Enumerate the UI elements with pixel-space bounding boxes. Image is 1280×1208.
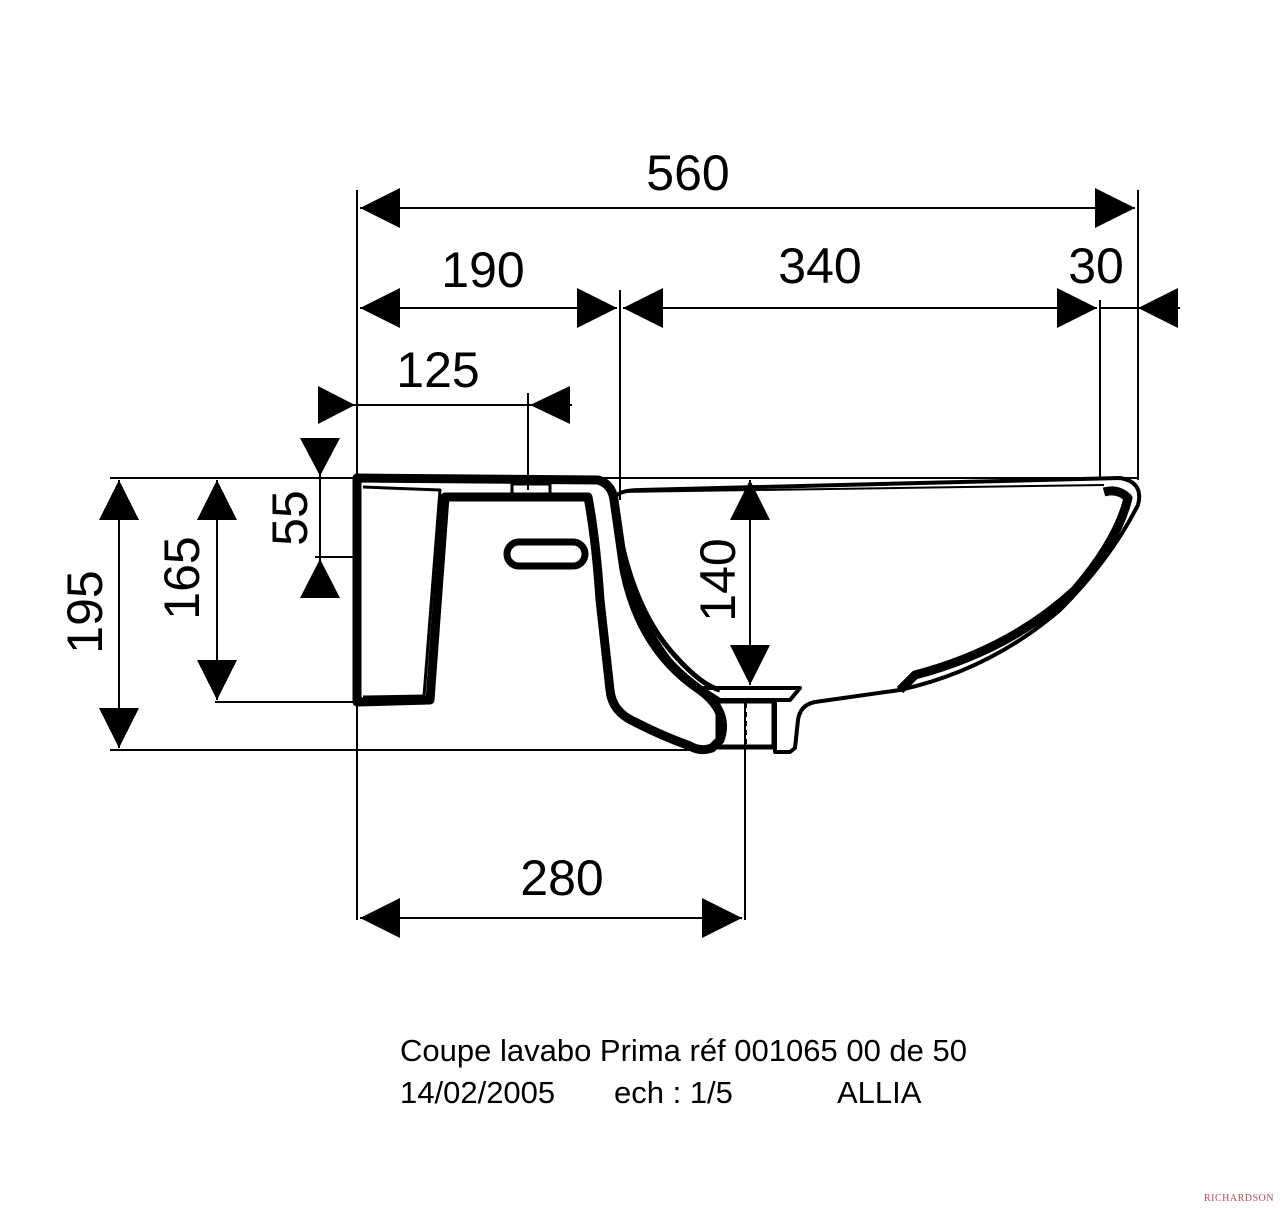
sink-back-wall: [352, 473, 727, 755]
bowl-inner-wall: [612, 504, 721, 693]
dim-label-125: 125: [396, 342, 479, 398]
arrowhead: [702, 898, 742, 938]
arrowhead: [623, 288, 663, 328]
arrowhead: [99, 480, 139, 520]
dim-label-195: 195: [57, 570, 113, 653]
caption-info: 14/02/2005 ech : 1/5 ALLIA: [400, 1075, 921, 1111]
arrowhead: [197, 480, 237, 520]
arrowhead: [360, 288, 400, 328]
dim-label-190: 190: [441, 242, 524, 298]
bowl-rim-line: [619, 484, 1105, 493]
dim-label-55: 55: [262, 490, 318, 546]
drain-flange: [698, 686, 802, 702]
arrowhead: [99, 708, 139, 748]
dim-label-560: 560: [646, 145, 729, 201]
arrowhead: [1057, 288, 1097, 328]
arrowhead: [530, 386, 570, 424]
bowl-outline: [612, 476, 1142, 754]
arrowhead: [360, 188, 400, 228]
dim-label-165: 165: [154, 536, 210, 619]
bowl-front-wall: [896, 486, 1133, 694]
arrowhead: [318, 386, 355, 424]
arrowhead: [577, 288, 617, 328]
watermark-logo: RICHARDSON: [1203, 1193, 1274, 1204]
caption-title: Coupe lavabo Prima réf 001065 00 de 50: [400, 1033, 968, 1068]
dim-label-280: 280: [520, 850, 603, 906]
tap-hole-marker: [510, 482, 552, 496]
dim-label-140: 140: [690, 538, 746, 621]
caption-scale: ech : 1/5: [614, 1075, 733, 1110]
caption-maker: ALLIA: [837, 1075, 922, 1110]
arrowhead: [197, 660, 237, 700]
drain-body: [715, 698, 777, 750]
arrowhead: [730, 645, 770, 685]
arrowhead: [300, 438, 340, 476]
dim-label-340: 340: [778, 238, 861, 294]
overflow-slot: [503, 538, 589, 570]
arrowhead: [730, 480, 770, 520]
sink-back-box: [362, 485, 442, 699]
dim-label-30: 30: [1068, 238, 1124, 294]
arrowhead: [360, 898, 400, 938]
caption-date: 14/02/2005: [400, 1075, 556, 1110]
arrowhead: [300, 559, 340, 598]
arrowhead: [1138, 288, 1178, 328]
arrowhead: [1095, 188, 1135, 228]
